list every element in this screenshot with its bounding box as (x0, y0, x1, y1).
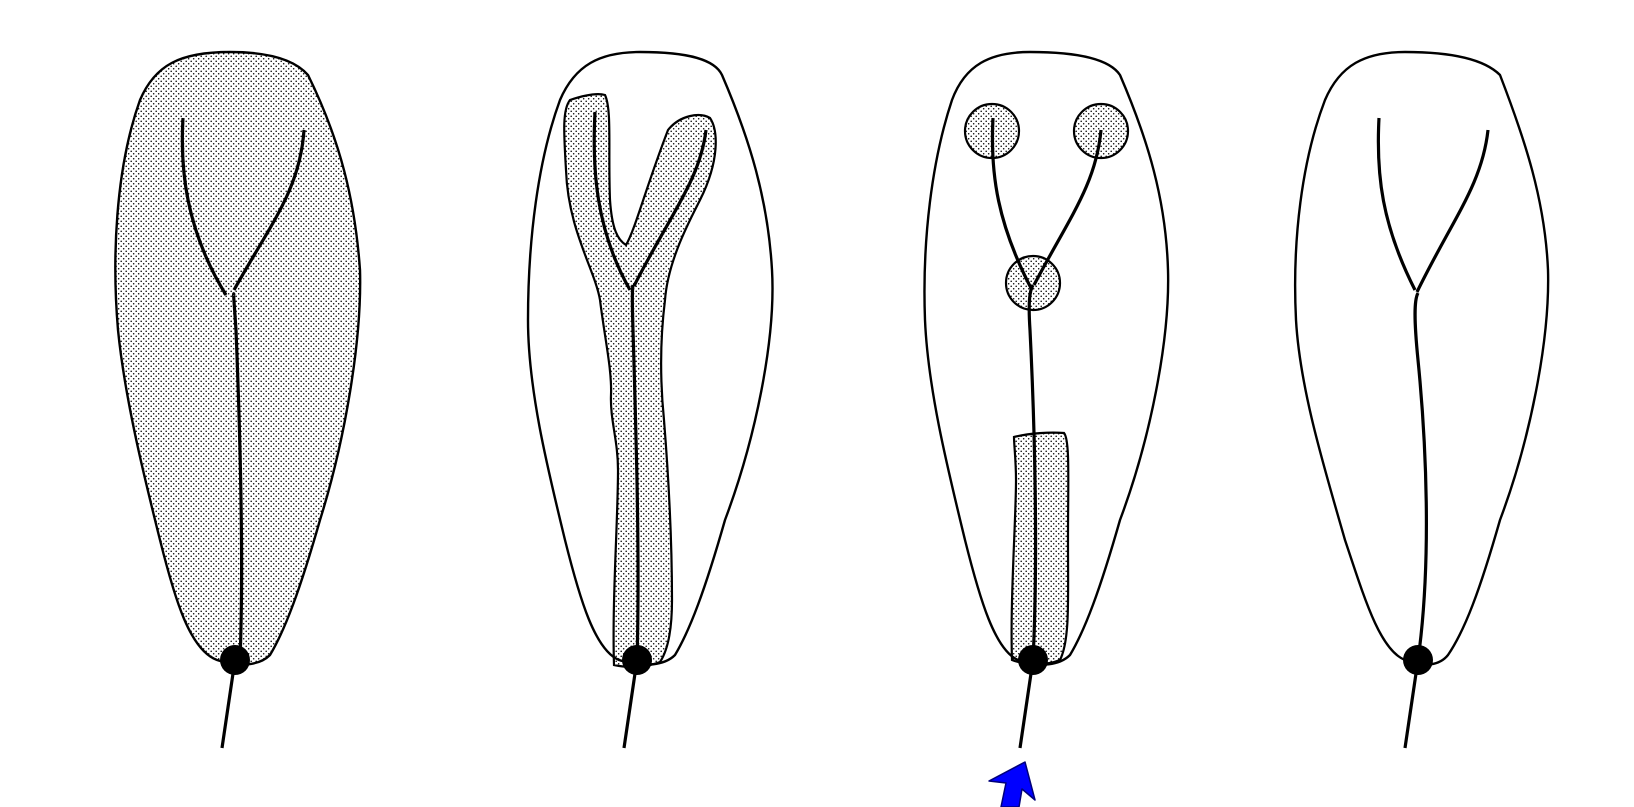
arrow-icon (989, 762, 1035, 807)
leaf-panel-1 (115, 52, 360, 748)
leaf-panel-2 (528, 52, 772, 748)
leaf-panel-4 (1295, 52, 1548, 748)
pointer-arrow (989, 762, 1035, 807)
leaf-panel-3 (924, 52, 1168, 748)
leaf-outline (1295, 52, 1548, 665)
basal-shading-strip (1012, 433, 1069, 664)
vein-junction-spot (1006, 256, 1060, 310)
